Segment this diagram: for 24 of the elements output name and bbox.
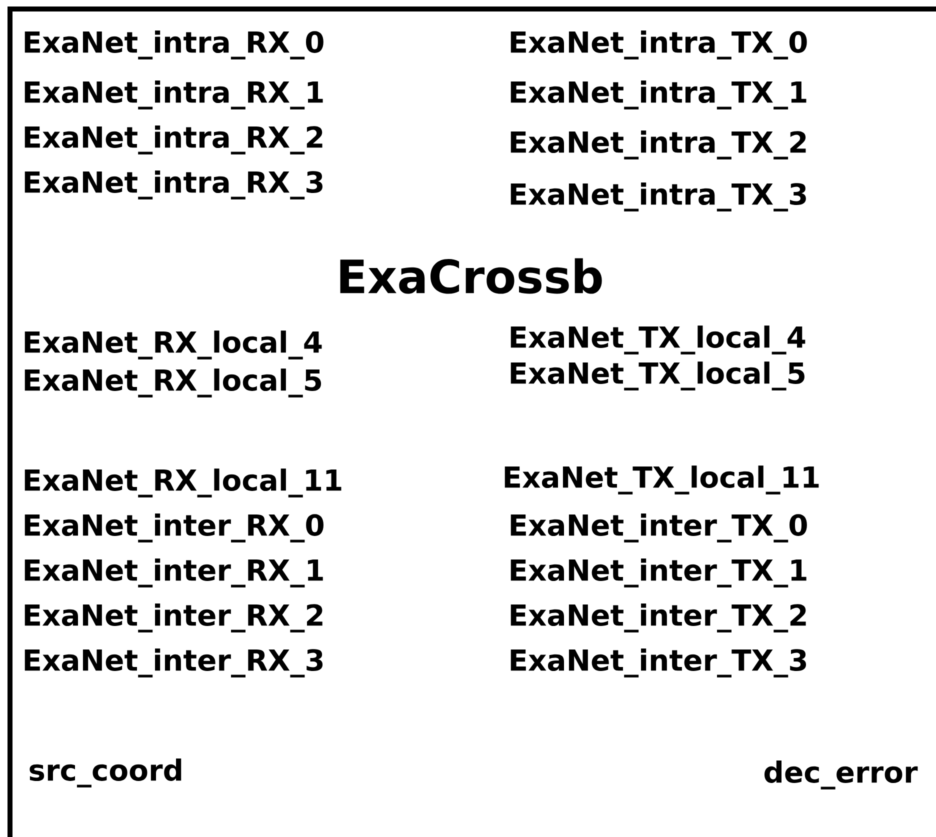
port-label: ExaNet_TX_local_4 [510,326,806,354]
port-label: ExaNet_inter_TX_2 [510,604,806,632]
port-label: ExaNet_TX_local_11 [504,466,819,494]
port-label: dec_error [764,760,918,790]
port-label: ExaNet_inter_RX_1 [24,558,323,588]
port-label: ExaNet_inter_TX_0 [510,514,807,542]
port-label: ExaNet_intra_TX_1 [510,80,806,110]
port-label: ExaNet_RX_local_4 [24,330,322,360]
port-label: ExaNet_RX_local_11 [24,468,342,498]
port-label: ExaNet_inter_RX_0 [24,514,324,542]
port-label: ExaNet_intra_RX_1 [24,80,323,110]
port-label: ExaNet_inter_RX_2 [24,604,322,632]
port-label: ExaNet_inter_RX_3 [24,648,323,678]
port-label: ExaNet_inter_TX_1 [510,558,806,588]
port-label: ExaNet_inter_TX_3 [510,648,806,678]
port-label: ExaNet_intra_RX_2 [24,126,322,154]
port-label: src_coord [30,758,182,788]
port-label: ExaNet_RX_local_5 [24,368,321,398]
port-label: ExaNet_intra_RX_0 [24,30,324,60]
port-label: ExaNet_intra_TX_0 [510,30,807,60]
port-label: ExaNet_TX_local_5 [510,362,804,390]
port-label: ExaNet_intra_RX_3 [24,170,322,200]
port-label: ExaNet_intra_TX_2 [510,130,806,160]
port-label: ExaNet_intra_TX_3 [510,182,806,212]
